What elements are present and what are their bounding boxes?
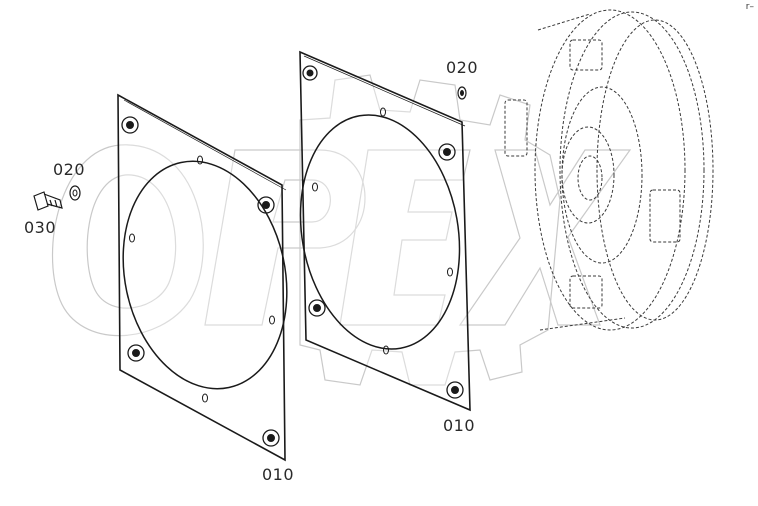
washer-left xyxy=(69,185,81,201)
watermark-letter-o xyxy=(51,144,204,337)
callout-gasket-rear: 010 xyxy=(443,416,476,435)
watermark-letter-p xyxy=(204,149,366,326)
callout-washer-top: 020 xyxy=(446,58,479,77)
washer-top xyxy=(457,86,467,100)
corner-mark: r– xyxy=(745,2,754,12)
callout-washer-left: 020 xyxy=(53,160,86,179)
gasket-rear xyxy=(299,50,471,412)
callout-gasket-front: 010 xyxy=(262,465,295,484)
callout-bolt: 030 xyxy=(24,218,57,237)
watermark-gear xyxy=(299,74,561,386)
watermark-letter-x xyxy=(458,149,632,326)
gasket-front xyxy=(117,93,288,462)
drive-hub-assembly xyxy=(504,9,714,331)
bolt xyxy=(33,191,63,211)
